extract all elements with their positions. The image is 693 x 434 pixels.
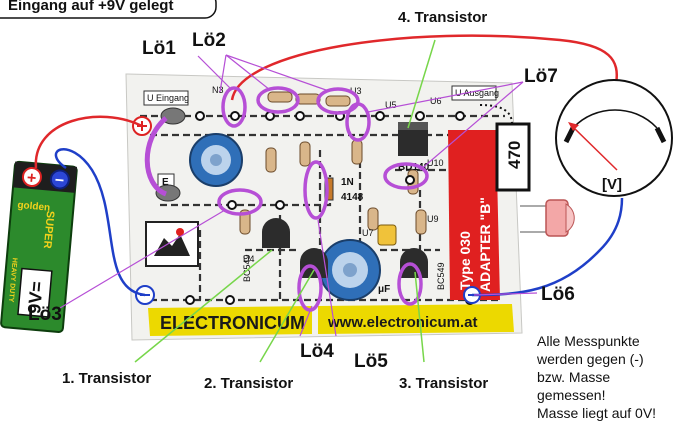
- cap-unit: μF: [378, 284, 390, 295]
- label-lo6: Lö6: [541, 284, 575, 305]
- header-text: Eingang auf +9V gelegt: [8, 0, 173, 14]
- u3-text: U3: [350, 86, 362, 96]
- pad-u-eingang: U Eingang: [143, 90, 189, 106]
- battery-brand: golden: [17, 200, 51, 214]
- label-lo5: Lö5: [354, 351, 388, 372]
- led: [520, 199, 575, 237]
- url-text: www.electronicum.at: [327, 314, 477, 331]
- brand-strip: ELECTRONICUM www.electronicum.at: [148, 304, 514, 336]
- u10-text: U10: [427, 158, 444, 168]
- note-line-1: Alle Messpunkte: [537, 333, 640, 349]
- u9-text: U9: [427, 214, 439, 224]
- marker-bridge: [144, 116, 168, 197]
- note-line-5: Masse liegt auf 0V!: [537, 405, 656, 421]
- marker-lo2a: [256, 86, 300, 114]
- pointer-lines: [59, 39, 538, 363]
- bd140-text: BD140: [398, 162, 430, 173]
- adapter-text: ADAPTER "B": [477, 197, 493, 292]
- u6-text: U6: [430, 96, 442, 106]
- voltmeter: [V]: [555, 79, 673, 197]
- resistor-group: [239, 91, 427, 235]
- diode: [324, 177, 334, 201]
- marker-lo6: [397, 262, 423, 306]
- marker-lo3: [217, 188, 263, 216]
- battery-minus: −: [54, 172, 65, 190]
- diode-text-2: 4148: [341, 192, 364, 203]
- type-text: Type 030: [457, 231, 473, 290]
- meter-unit: [V]: [602, 176, 622, 193]
- marker-lo7a: [345, 102, 371, 142]
- label-lo2: Lö2: [192, 30, 226, 51]
- battery-voltage: 9V=: [24, 280, 47, 314]
- marker-lo5: [303, 160, 329, 220]
- diode-text-1: 1N: [341, 177, 354, 188]
- battery-9v: + − golden SUPER HEAVY DUTY 9V=: [0, 160, 78, 333]
- transistor-4-body: BD140: [398, 122, 430, 173]
- u-eingang-text: U Eingang: [147, 93, 189, 103]
- logo-hand: [145, 221, 199, 267]
- battery-plus: +: [26, 170, 37, 188]
- marker-lo2b: [316, 87, 360, 115]
- transistor-1-body: BC549: [242, 218, 290, 282]
- resistor-value: 470: [505, 141, 524, 169]
- brand-text: ELECTRONICUM: [160, 313, 305, 333]
- label-lo4: Lö4: [300, 341, 334, 362]
- label-lo7: Lö7: [524, 66, 558, 87]
- u5-text: U5: [385, 100, 397, 110]
- bc549-3-text: BC549: [436, 262, 446, 290]
- battery-series: SUPER: [41, 210, 56, 249]
- marker-lo7b: [383, 162, 429, 190]
- label-t2: 2. Transistor: [204, 375, 293, 392]
- u-ausgang-text: U Ausgang: [455, 88, 499, 98]
- label-lo1: Lö1: [142, 38, 176, 59]
- measurement-note: Alle Messpunkte werden gegen (-) bzw. Ma…: [536, 333, 656, 421]
- label-lo3: Lö3: [28, 304, 62, 325]
- note-line-3: bzw. Masse: [537, 369, 610, 385]
- type-strip: Type 030 ADAPTER "B": [448, 130, 500, 300]
- transistor-3-body: BC549: [400, 248, 446, 290]
- capacitor-center: μF: [319, 239, 390, 301]
- wire-blue-battery: [54, 148, 146, 297]
- transistor-2-body: [300, 248, 328, 278]
- label-t3: 3. Transistor: [399, 375, 488, 392]
- battery-type: HEAVY DUTY: [7, 258, 18, 303]
- meter-needle: [571, 125, 618, 171]
- label-t4: 4. Transistor: [398, 9, 487, 26]
- marker-lo1: [221, 86, 247, 128]
- u4-text: U4: [243, 254, 255, 264]
- e-text: E: [162, 177, 169, 188]
- capacitor-small: [377, 224, 397, 246]
- n3-text: N3: [212, 85, 224, 95]
- header-label: Eingang auf +9V gelegt: [0, 0, 217, 19]
- resistor-470: 470: [495, 122, 531, 192]
- note-line-4: gemessen!: [537, 387, 605, 403]
- wire-red-battery: [34, 115, 143, 169]
- label-t1: 1. Transistor: [62, 370, 151, 387]
- bc549-1-text: BC549: [242, 254, 252, 282]
- wire-red-meter: [230, 34, 619, 101]
- u7-text: U7: [362, 228, 374, 238]
- capacitor-left: [189, 133, 243, 187]
- note-line-2: werden gegen (-): [536, 351, 644, 367]
